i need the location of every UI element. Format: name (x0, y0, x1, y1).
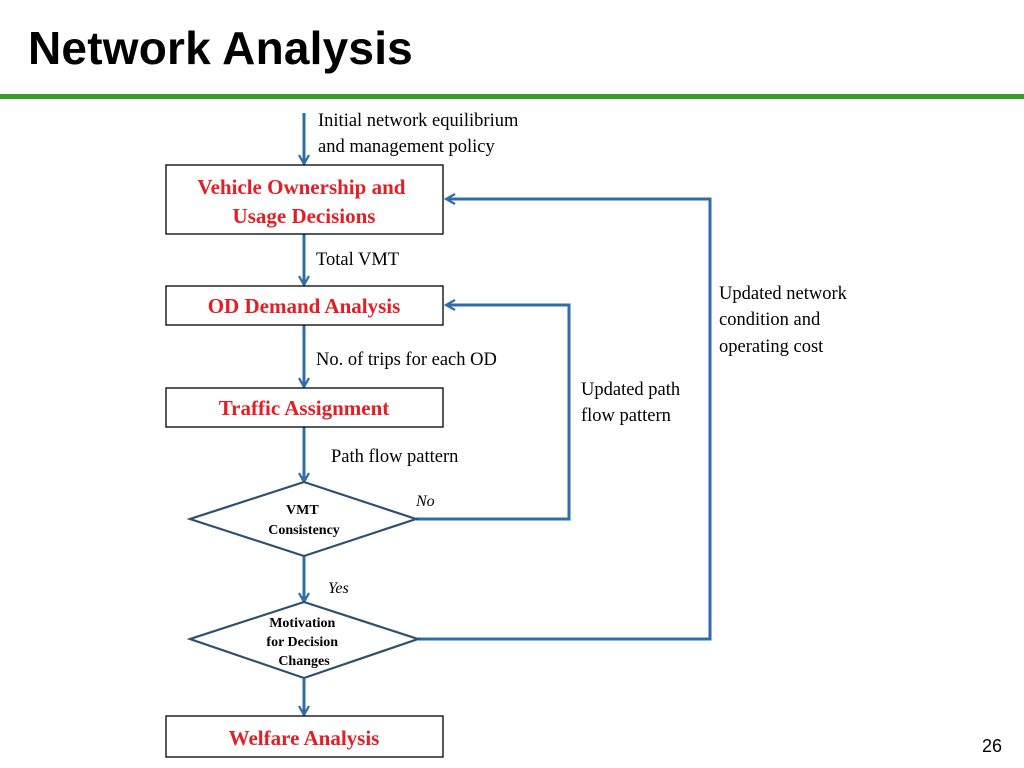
motivation-label-line1: Motivation (269, 616, 335, 631)
page-number: 26 (981, 736, 1002, 756)
updated-network-label-line1: Updated network (719, 284, 848, 304)
updated-path-label: Updated path flow pattern (581, 380, 685, 426)
vmt-consistency-label-line1: VMT (286, 503, 319, 518)
updated-network-label-line3: operating cost (719, 337, 824, 357)
no-label: No (415, 493, 435, 510)
motivation-label: Motivation for Decision Changes (266, 616, 341, 669)
motivation-label-line2: for Decision (266, 635, 338, 650)
motivation-label-line3: Changes (278, 654, 330, 669)
od-demand-box (165, 285, 444, 326)
yes-label: Yes (328, 580, 349, 597)
title-divider (0, 94, 1024, 99)
arrow-no-feedback-to-od (416, 305, 571, 521)
vmt-consistency-diamond (186, 480, 420, 558)
input-label-line1: Initial network equilibrium (318, 111, 519, 131)
slide-title: Network Analysis (28, 22, 413, 74)
total-vmt-label: Total VMT (316, 250, 399, 270)
input-label-line2: and management policy (318, 137, 495, 157)
od-demand-label: OD Demand Analysis (208, 294, 401, 318)
vehicle-ownership-label-line1: Vehicle Ownership and (197, 175, 405, 199)
updated-path-label-line2: flow pattern (581, 406, 671, 426)
vmt-consistency-label-line2: Consistency (268, 523, 340, 538)
traffic-assignment-box (165, 387, 444, 428)
vehicle-ownership-label: Vehicle Ownership and Usage Decisions (197, 175, 410, 228)
vehicle-ownership-label-line2: Usage Decisions (233, 204, 376, 228)
traffic-assignment-label: Traffic Assignment (219, 396, 390, 420)
input-label: Initial network equilibrium and manageme… (318, 111, 523, 157)
welfare-analysis-box (165, 715, 444, 758)
vmt-consistency-label: VMT Consistency (268, 503, 340, 538)
motivation-diamond (186, 600, 422, 680)
trips-per-od-label: No. of trips for each OD (316, 350, 497, 370)
path-flow-label: Path flow pattern (331, 447, 458, 467)
updated-path-label-line1: Updated path (581, 380, 680, 400)
arrow-feedback-to-vehicle (418, 199, 712, 641)
welfare-analysis-label: Welfare Analysis (229, 726, 380, 750)
updated-network-label: Updated network condition and operating … (719, 284, 852, 357)
updated-network-label-line2: condition and (719, 310, 821, 330)
vehicle-ownership-box (165, 164, 444, 235)
